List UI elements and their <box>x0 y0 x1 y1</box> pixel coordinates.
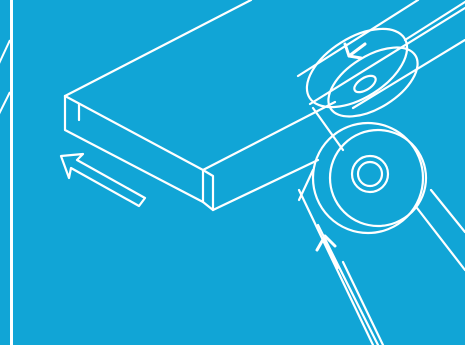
upper-belt <box>298 0 465 108</box>
conveyor-slab <box>65 0 335 210</box>
left-panel-edge <box>0 0 10 345</box>
lower-roller-icon <box>299 123 426 233</box>
conveyor-belt-icon <box>299 190 465 345</box>
left-panel-lines <box>0 0 10 345</box>
direction-arrow-icon <box>61 154 145 206</box>
conveyor-diagram <box>13 0 465 345</box>
roller-icon <box>294 13 430 150</box>
conveyor-diagram-panel <box>13 0 465 345</box>
upper-arrow-icon <box>345 44 365 58</box>
